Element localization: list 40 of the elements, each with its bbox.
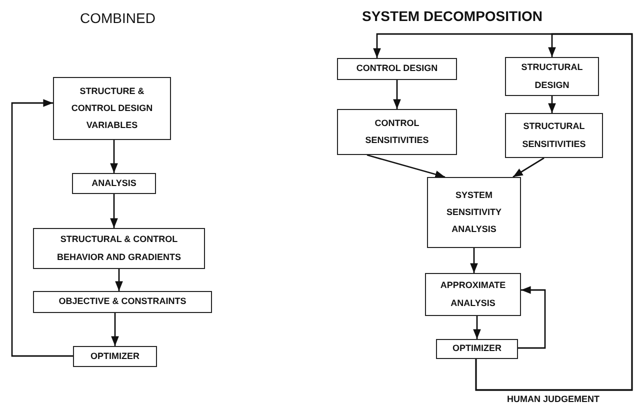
section-heading: COMBINED <box>80 10 156 26</box>
process-box <box>337 58 457 80</box>
process-box <box>427 177 521 248</box>
arrow <box>111 313 119 346</box>
arrow <box>518 286 546 349</box>
box-label: STRUCTURE & CONTROL DESIGN VARIABLES <box>70 84 154 132</box>
process-box <box>337 109 457 155</box>
arrow <box>548 96 556 113</box>
arrow <box>393 80 401 109</box>
arrow <box>366 154 446 178</box>
arrow <box>110 140 118 173</box>
arrow <box>115 269 123 291</box>
box-label: ANALYSIS <box>92 176 136 190</box>
process-box <box>505 113 603 158</box>
arrow <box>473 316 481 339</box>
box-label: APPROXIMATE ANALYSIS <box>439 279 507 310</box>
arrow <box>512 157 544 178</box>
process-box <box>425 273 521 316</box>
box-label: STRUCTURAL DESIGN <box>520 61 584 92</box>
box-label: SYSTEM SENSITIVITY ANALYSIS <box>445 188 502 236</box>
arrow <box>110 194 118 228</box>
arrow <box>475 33 633 391</box>
process-box <box>436 339 518 359</box>
box-label: STRUCTURAL & CONTROL BEHAVIOR AND GRADIENTS <box>56 233 182 264</box>
edge-label: HUMAN JUDGEMENT <box>505 394 602 404</box>
box-label: CONTROL DESIGN <box>356 62 438 76</box>
process-box <box>33 228 205 269</box>
arrow <box>11 99 73 357</box>
box-label: OPTIMIZER <box>452 342 502 356</box>
section-heading: SYSTEM DECOMPOSITION <box>362 8 542 24</box>
process-box <box>505 57 599 96</box>
box-label: OBJECTIVE & CONSTRAINTS <box>58 295 186 308</box>
process-box <box>33 291 212 313</box>
box-label: CONTROL SENSITIVITIES <box>364 116 430 147</box>
process-box <box>53 77 171 140</box>
arrow <box>470 248 478 273</box>
box-label: STRUCTURAL SENSITIVITIES <box>521 120 587 150</box>
process-box <box>73 346 157 367</box>
process-box <box>72 173 156 194</box>
box-label: OPTIMIZER <box>90 350 140 363</box>
